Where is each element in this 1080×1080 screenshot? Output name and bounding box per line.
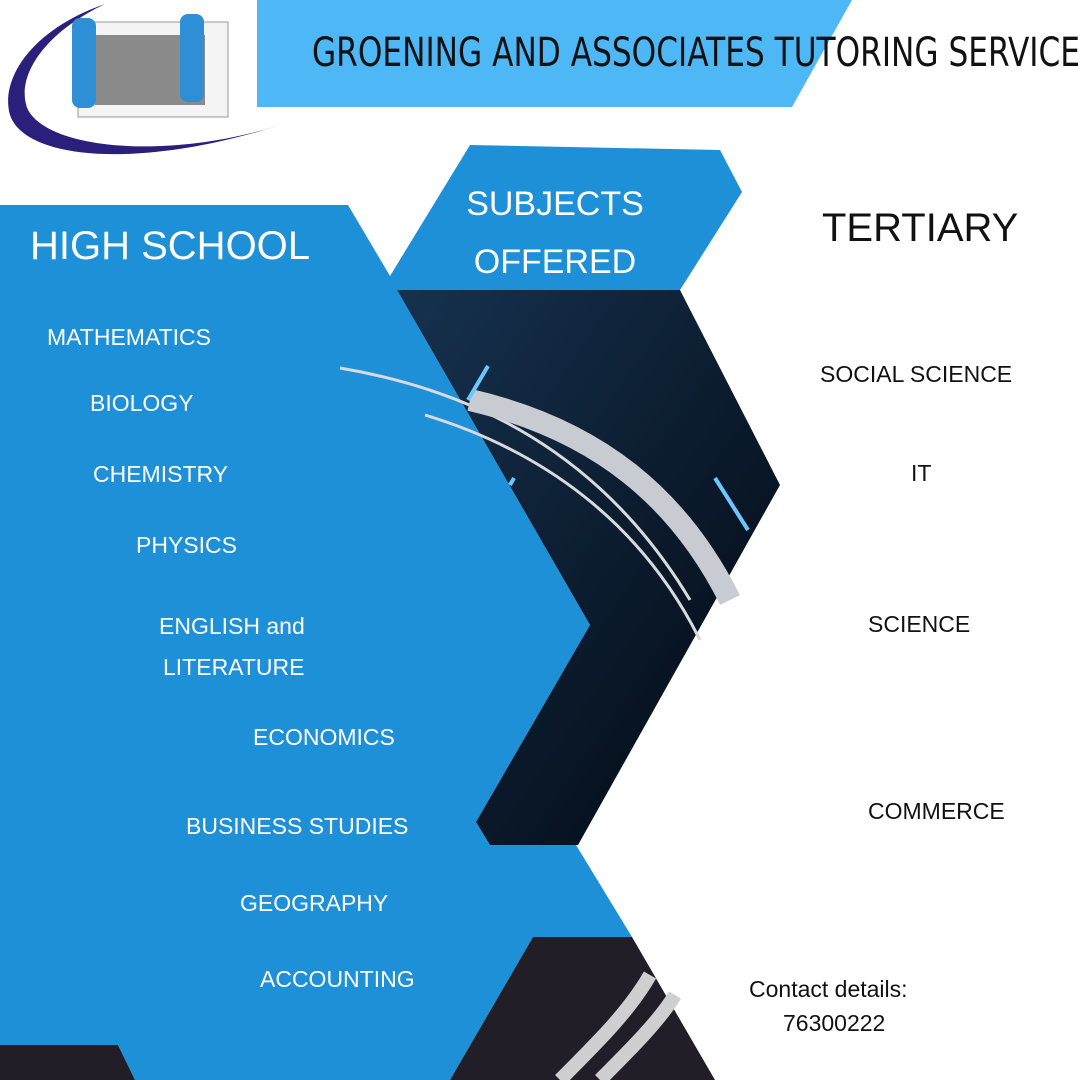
tertiary-subject: SCIENCE [868,611,971,637]
high-school-subject: BUSINESS STUDIES [186,813,409,839]
high-school-subject: MATHEMATICS [47,324,211,350]
dark-bottom-panel [450,937,715,1080]
contact-label: Contact details: [749,976,908,1002]
logo [8,4,281,155]
subjects-offered-heading: SUBJECTS OFFERED [440,175,670,291]
dark-image-panel [397,290,780,845]
high-school-subject: CHEMISTRY [93,461,229,487]
high-school-subject: ECONOMICS [253,724,395,750]
high-school-subject: BIOLOGY [90,390,194,416]
high-school-subject: PHYSICS [136,532,237,558]
subjects-offered-line: OFFERED [473,243,637,281]
contact-details: Contact details: 76300222 [749,972,908,1040]
dark-bottom-left [0,1045,135,1080]
header-banner [257,0,852,107]
tertiary-subject: IT [911,460,932,486]
subjects-offered-line: SUBJECTS [466,185,644,223]
high-school-subject: LITERATURE [163,654,305,680]
blue-panel [0,145,742,1080]
bottom-streaks [555,971,682,1080]
tertiary-subject: COMMERCE [868,798,1005,824]
contact-phone: 76300222 [783,1010,886,1036]
high-school-subject: ACCOUNTING [260,966,415,992]
tertiary-heading: TERTIARY [822,206,1019,250]
high-school-heading: HIGH SCHOOL [30,224,311,268]
page-title: GROENING AND ASSOCIATES TUTORING SERVICE… [312,30,1080,76]
high-school-subject: ENGLISH and [159,613,305,639]
tertiary-subject: SOCIAL SCIENCE [820,361,1013,387]
high-school-subject: GEOGRAPHY [240,890,389,916]
light-streaks [339,364,750,641]
